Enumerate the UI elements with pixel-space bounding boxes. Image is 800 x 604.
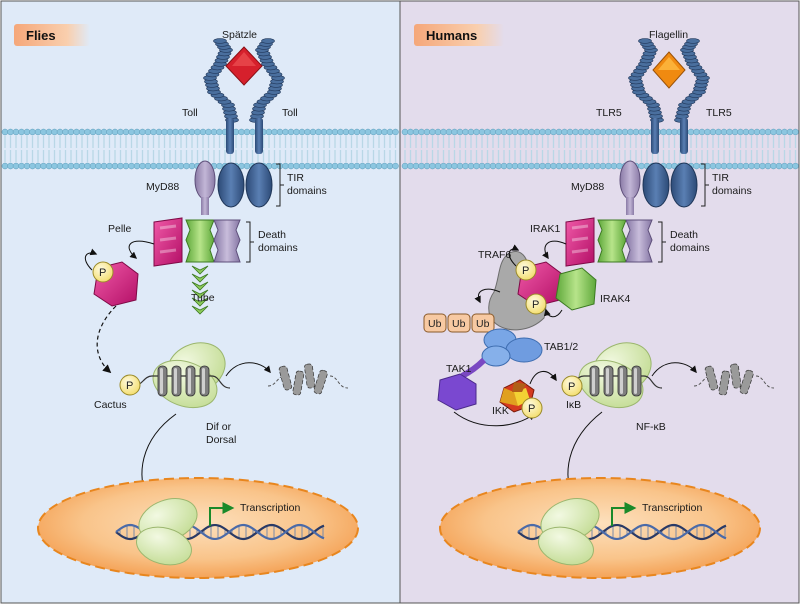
humans-death-label-1: Death bbox=[670, 229, 698, 241]
flies-title: Flies bbox=[26, 28, 56, 43]
flies-myd88-tir bbox=[194, 160, 216, 200]
humans-death-bracket bbox=[658, 221, 666, 263]
ub-tag-1 bbox=[423, 313, 447, 333]
humans-degradation-arrow bbox=[651, 362, 697, 377]
flies-tir-right bbox=[245, 162, 273, 208]
flies-degraded-cactus-icon bbox=[267, 363, 349, 396]
humans-tir-label-2: domains bbox=[712, 185, 752, 197]
ub-tag-3 bbox=[471, 313, 495, 333]
humans-nucleus bbox=[439, 477, 761, 579]
humans-death-domains bbox=[565, 217, 653, 267]
tab3-icon bbox=[481, 345, 511, 367]
ubiquitin-chain: Ub Ub Ub bbox=[423, 313, 495, 333]
ikb-label: IκB bbox=[566, 399, 581, 411]
flies-degradation-arrow bbox=[225, 362, 271, 377]
flies-myd88-label: MyD88 bbox=[146, 181, 179, 193]
irak4-kinase-icon bbox=[555, 267, 597, 311]
tak1-to-ikk-arrow bbox=[453, 411, 536, 427]
pelle-label: Pelle bbox=[108, 223, 132, 235]
humans-transcription-label: Transcription bbox=[642, 502, 702, 514]
flies-transcription-arrow bbox=[209, 502, 235, 526]
humans-myd88-label: MyD88 bbox=[571, 181, 604, 193]
tab2-icon bbox=[505, 337, 543, 363]
flagellin-label: Flagellin bbox=[649, 29, 688, 41]
flies-tir-label-1: TIR bbox=[287, 172, 304, 184]
tak1-label: TAK1 bbox=[446, 363, 472, 375]
tlr5-left-label: TLR5 bbox=[596, 107, 622, 119]
humans-transcription-arrow bbox=[611, 502, 637, 526]
humans-tir-label-1: TIR bbox=[712, 172, 729, 184]
flies-tf-nuclear-front bbox=[136, 526, 192, 566]
nfkb-label: NF-κB bbox=[636, 421, 666, 433]
flies-transcription-label: Transcription bbox=[240, 502, 300, 514]
flies-death-label-2: domains bbox=[258, 242, 298, 254]
humans-tir-right bbox=[670, 162, 698, 208]
humans-receptor-complex bbox=[628, 38, 710, 154]
tak1-kinase-icon bbox=[437, 373, 477, 411]
flies-membrane bbox=[1, 128, 399, 170]
flies-pelle-phospho-label: P bbox=[99, 267, 106, 279]
pelle-to-cactus-arrow bbox=[96, 305, 117, 374]
humans-tir-bracket bbox=[701, 163, 709, 207]
tube-protein-icon bbox=[191, 265, 209, 315]
traf6-label: TRAF6 bbox=[478, 249, 511, 261]
humans-myd88-tir bbox=[619, 160, 641, 200]
humans-death-label-2: domains bbox=[670, 242, 710, 254]
flies-death-label-1: Death bbox=[258, 229, 286, 241]
flies-death-domains bbox=[153, 217, 241, 267]
flies-nucleus bbox=[37, 477, 359, 579]
ub-tag-2 bbox=[447, 313, 471, 333]
spatzle-label: Spätzle bbox=[222, 29, 257, 41]
tube-label: Tube bbox=[191, 292, 215, 304]
tab12-label: TAB1/2 bbox=[544, 341, 578, 353]
flies-tir-bracket bbox=[276, 163, 284, 207]
humans-nfkb-nuclear-front bbox=[538, 526, 594, 566]
ub-label-3: Ub bbox=[476, 318, 490, 330]
toll-right-label: Toll bbox=[282, 107, 298, 119]
irak1-label: IRAK1 bbox=[530, 223, 561, 235]
humans-ikb-phospho-label: P bbox=[568, 381, 575, 393]
flies-tf-label-2: Dorsal bbox=[206, 434, 236, 446]
humans-irak4-phospho-icon bbox=[525, 293, 547, 315]
toll-left-label: Toll bbox=[182, 107, 198, 119]
flies-death-bracket bbox=[246, 221, 254, 263]
flies-receptor-complex bbox=[203, 38, 285, 154]
humans-ikb-phospho-icon bbox=[561, 375, 583, 397]
humans-degraded-ikb-icon bbox=[693, 363, 775, 396]
humans-irak1-phospho-label: P bbox=[522, 265, 529, 277]
flies-tf-label-1: Dif or bbox=[206, 421, 232, 433]
humans-tir-left bbox=[642, 162, 670, 208]
humans-ikk-phospho-icon bbox=[521, 397, 543, 419]
humans-irak1-phospho-icon bbox=[515, 259, 537, 281]
flies-tir-left bbox=[217, 162, 245, 208]
flies-tir-label-2: domains bbox=[287, 185, 327, 197]
flies-pelle-phospho-icon bbox=[92, 261, 114, 283]
humans-ikk-phospho-label: P bbox=[528, 403, 535, 415]
cactus-inhibitor-icon bbox=[133, 365, 231, 397]
humans-irak4-phospho-label: P bbox=[532, 299, 539, 311]
ikk-label: IKK bbox=[492, 405, 509, 417]
irak4-label: IRAK4 bbox=[600, 293, 631, 305]
humans-membrane bbox=[401, 128, 799, 170]
flies-cactus-phospho-icon bbox=[119, 374, 141, 396]
ub-label-1: Ub bbox=[428, 318, 442, 330]
flies-title-badge bbox=[14, 24, 90, 46]
ub-label-2: Ub bbox=[452, 318, 466, 330]
flies-cactus-phospho-label: P bbox=[126, 380, 133, 392]
cactus-label: Cactus bbox=[94, 399, 127, 411]
tlr5-right-label: TLR5 bbox=[706, 107, 732, 119]
humans-title: Humans bbox=[426, 28, 477, 43]
humans-title-badge bbox=[414, 24, 504, 46]
